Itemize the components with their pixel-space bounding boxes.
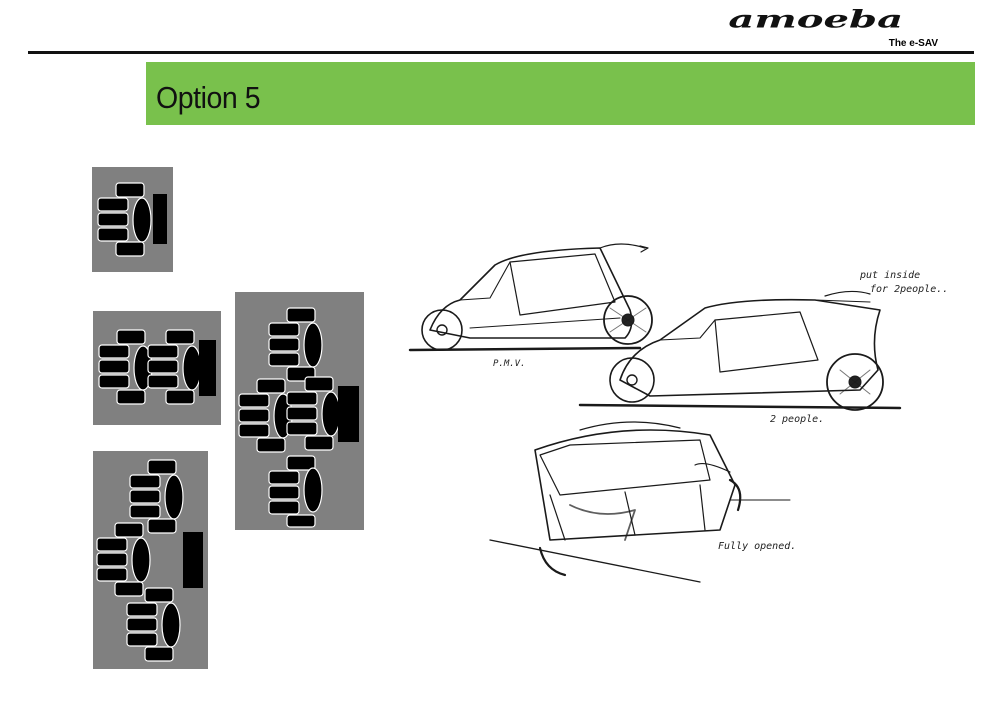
amoeba-logo: amoeba The e-SAV (726, 8, 956, 50)
layout-panel-1 (92, 167, 173, 272)
layout-panel-2 (93, 311, 221, 425)
vehicle-block (338, 386, 359, 442)
layout-panel-3 (93, 451, 208, 669)
title-banner: Option 5 (146, 62, 975, 125)
sketch-fully-opened-vehicle (489, 421, 791, 583)
sketch-pmv-vehicle (408, 243, 653, 352)
layout-panel-4 (235, 292, 364, 530)
seat-icon (98, 329, 153, 405)
vehicle-block (183, 532, 203, 588)
note-fully-opened: Fully opened. (718, 541, 797, 552)
slide-title: Option 5 (156, 80, 261, 115)
seat-icon (97, 182, 152, 257)
seat-icon (126, 587, 181, 662)
seat-icon (238, 378, 293, 453)
note-put-inside-2: for 2people.. (870, 284, 949, 295)
logo-tagline: The e-SAV (888, 38, 938, 49)
note-put-inside-1: put inside (860, 270, 921, 281)
amoeba-wordmark-graphic: amoeba (728, 8, 903, 33)
seat-icon (129, 459, 184, 534)
vehicle-block (199, 340, 216, 396)
seat-icon (96, 522, 151, 597)
note-pmv: P.M.V. (493, 359, 526, 369)
note-two-people: 2 people. (770, 414, 825, 425)
seat-icon (268, 307, 323, 382)
logo-wordmark-text: amoeba (728, 8, 903, 33)
seat-icon (286, 376, 341, 451)
seat-icon (268, 455, 323, 528)
vehicle-sketches (408, 243, 902, 583)
vehicle-block (153, 194, 167, 244)
sketch-two-people-vehicle (578, 290, 902, 411)
seat-icon (147, 329, 202, 405)
header-rule (28, 51, 974, 54)
